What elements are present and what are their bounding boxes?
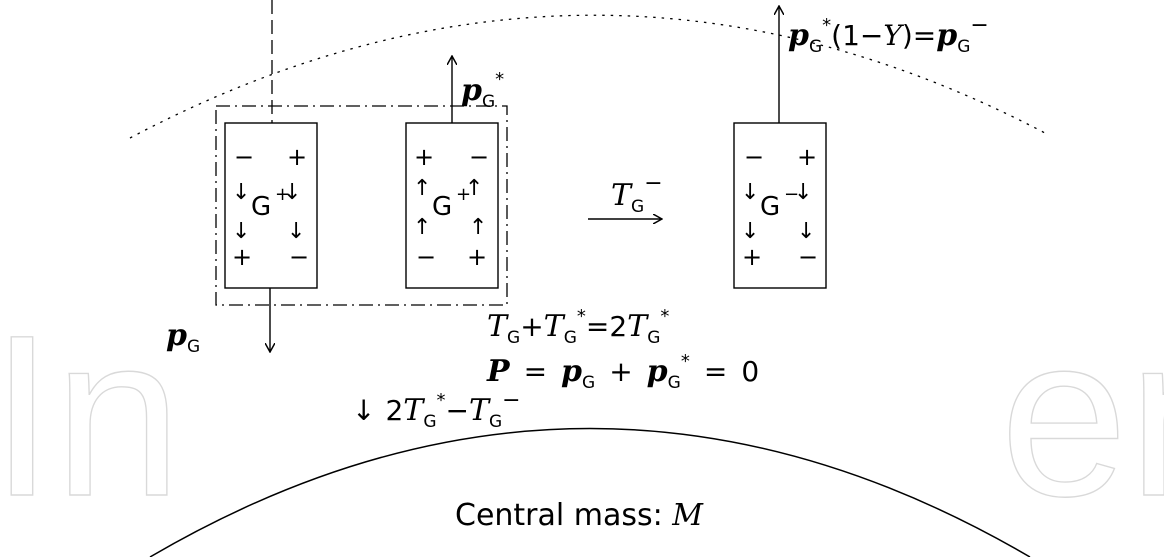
label-pg-result: pG*(1−Y)=pG−: [788, 13, 989, 57]
middle-body-sign-top-left: +: [414, 143, 434, 171]
equation-energy-flow: ↓2TG*−TG−: [352, 388, 521, 432]
left-body-arrow-1: ↓: [232, 180, 250, 205]
central-mass-label: Central mass: M: [455, 498, 704, 533]
right-body-sign-bottom-left: +: [742, 243, 762, 271]
label-tg-minus: TG−: [611, 171, 663, 217]
label-pg: pG: [166, 318, 200, 357]
middle-body-sign-bottom-left: −: [416, 243, 436, 271]
left-body-sign-bottom-right: −: [289, 243, 309, 271]
left-body-sign-bottom-left: +: [232, 243, 252, 271]
left-body-center-sign: +: [275, 184, 290, 205]
right-body-box: [733, 122, 827, 289]
right-body-arrow-3: ↓: [741, 219, 759, 244]
label-pg-star: pG*: [461, 69, 504, 112]
middle-body: + − ↑ ↑ ↑ ↑ G + − +: [405, 122, 499, 289]
middle-body-sign-bottom-right: +: [467, 243, 487, 271]
left-body-sign-top-right: +: [287, 143, 307, 171]
right-body-sign-top-left: −: [744, 143, 764, 171]
left-body-arrow-2: ↓: [283, 180, 301, 205]
left-body-arrow-4: ↓: [287, 219, 305, 244]
middle-body-arrow-2: ↑: [465, 176, 483, 201]
middle-body-sign-top-right: −: [469, 143, 489, 171]
left-body-label-g: G: [251, 192, 271, 222]
equation-energy: TG+TG*=2TG*: [487, 306, 669, 348]
right-body-arrow-4: ↓: [797, 219, 815, 244]
pair-enclosure: [215, 105, 508, 306]
middle-body-label-g: G: [432, 192, 452, 222]
left-body-sign-top-left: −: [234, 143, 254, 171]
middle-body-arrow-4: ↑: [469, 215, 487, 240]
right-body-sign-bottom-right: −: [798, 243, 818, 271]
watermark: In en: [0, 286, 1164, 544]
right-body: − + ↓ ↓ ↓ ↓ G − + −: [733, 122, 827, 289]
left-body-box: [224, 122, 318, 289]
watermark-right-text: en: [1000, 287, 1164, 544]
right-body-arrow-2: ↓: [794, 180, 812, 205]
right-body-arrow-1: ↓: [741, 180, 759, 205]
central-mass-surface: [149, 427, 1031, 557]
middle-body-arrow-1: ↑: [413, 176, 431, 201]
middle-body-arrow-3: ↑: [413, 215, 431, 240]
right-body-label-g: G: [760, 192, 780, 222]
middle-body-center-sign: +: [456, 184, 471, 205]
left-body: − + ↓ ↓ ↓ ↓ G + + −: [224, 122, 318, 289]
left-body-arrow-3: ↓: [232, 219, 250, 244]
right-body-center-sign: −: [784, 184, 799, 205]
equation-momentum: P=pG+pG*=0: [486, 351, 759, 393]
watermark-left-text: In: [0, 287, 182, 544]
right-body-sign-top-right: +: [797, 143, 817, 171]
